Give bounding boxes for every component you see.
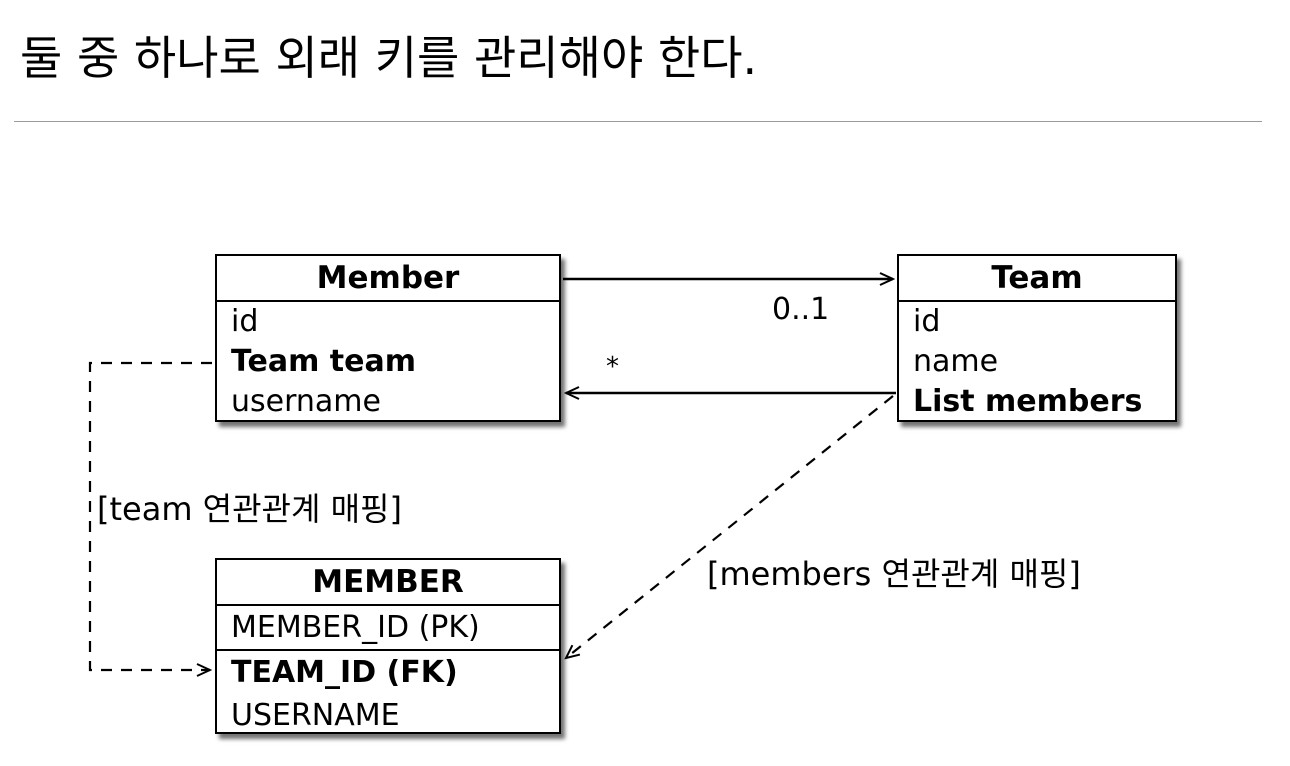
team-entity-fields: id name List members	[899, 302, 1175, 422]
team-field-members: List members	[913, 384, 1143, 419]
member-field-id: id	[231, 304, 259, 339]
members-mapping-label: [members 연관관계 매핑]	[707, 555, 1081, 593]
team-mapping-label: [team 연관관계 매핑]	[97, 490, 402, 528]
member-column-fk: TEAM_ID (FK)	[231, 655, 458, 690]
team-entity-box: Team id name List members	[897, 254, 1177, 422]
team-mapping-dashed-line	[88, 361, 212, 670]
member-column-pk: MEMBER_ID (PK)	[217, 606, 559, 651]
member-field-username: username	[231, 384, 381, 419]
member-column-username: USERNAME	[231, 698, 400, 733]
member-entity-name: Member	[217, 256, 559, 302]
member-table-columns: MEMBER_ID (PK) TEAM_ID (FK) USERNAME	[217, 606, 559, 737]
team-entity-name: Team	[899, 256, 1175, 302]
member-entity-box: Member id Team team username	[215, 254, 561, 422]
multiplicity-many: *	[606, 352, 619, 382]
member-table-name: MEMBER	[217, 560, 559, 606]
member-field-team: Team team	[231, 344, 416, 379]
member-entity-fields: id Team team username	[217, 302, 559, 422]
page-title: 둘 중 하나로 외래 키를 관리해야 한다.	[20, 31, 758, 85]
title-divider	[14, 121, 1262, 122]
member-table-box: MEMBER MEMBER_ID (PK) TEAM_ID (FK) USERN…	[215, 558, 561, 734]
members-mapping-dashed-line	[566, 395, 894, 658]
team-field-name: name	[913, 344, 999, 379]
team-field-id: id	[913, 304, 941, 339]
multiplicity-zero-one: 0..1	[772, 292, 830, 327]
